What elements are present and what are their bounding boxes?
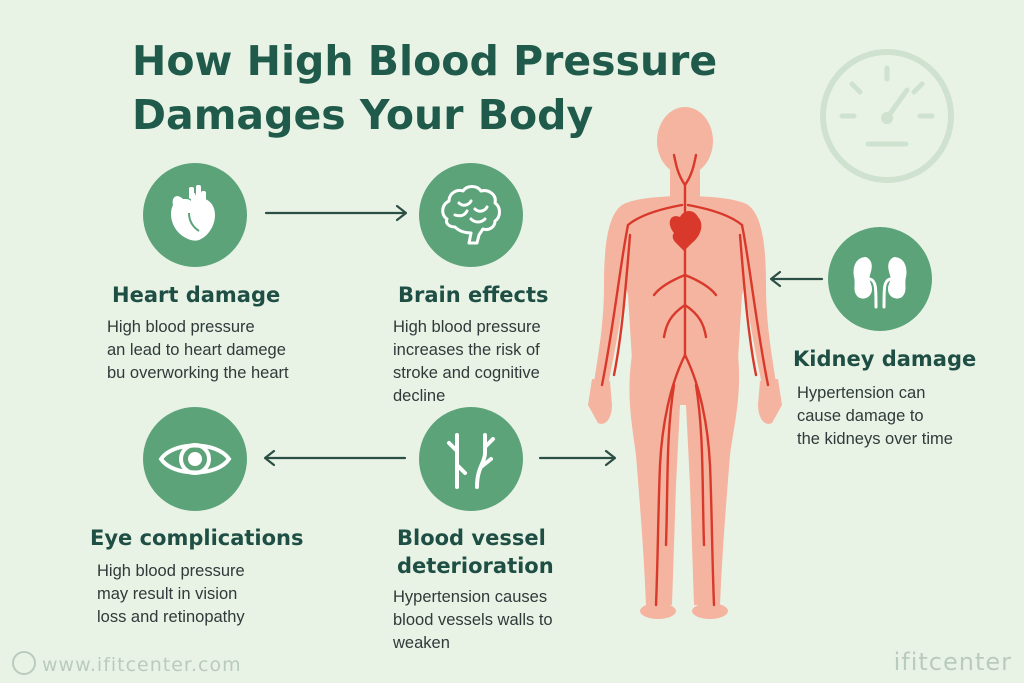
- eye-label: Eye complications: [90, 526, 304, 550]
- eye-circle: [143, 407, 247, 511]
- kidney-desc-line: the kidneys over time: [797, 430, 953, 448]
- brand-logo-icon: [12, 651, 36, 675]
- vessel-desc-line: blood vessels walls to: [393, 611, 553, 629]
- footer-url-text: www.ifitcenter.com: [42, 654, 242, 676]
- eye-desc-line: loss and retinopathy: [97, 608, 245, 626]
- eye-desc-line: High blood pressure: [97, 562, 245, 580]
- blood-vessels: [600, 153, 770, 607]
- brain-desc-line: increases the risk of: [393, 341, 540, 359]
- brain-circle: [419, 163, 523, 267]
- heart-circle: [143, 163, 247, 267]
- eye-desc-line: may result in vision: [97, 585, 238, 603]
- page-title: How High Blood Pressure Damages Your Bod…: [132, 34, 772, 142]
- brain-desc-line: stroke and cognitive: [393, 364, 540, 382]
- kidney-icon: [853, 257, 907, 309]
- vessel-label: Blood vessel deterioration: [397, 524, 554, 580]
- heart-illustration: [669, 211, 702, 251]
- vessel-desc-line: weaken: [393, 634, 450, 652]
- kidney-circle: [828, 227, 932, 331]
- human-body-illustration: [588, 107, 782, 619]
- title-line-2: Damages Your Body: [132, 91, 594, 139]
- eye-icon: [158, 443, 232, 475]
- kidney-desc-line: Hypertension can: [797, 384, 926, 402]
- blood-vessel-icon: [447, 433, 495, 489]
- kidney-desc-line: cause damage to: [797, 407, 924, 425]
- kidney-label: Kidney damage: [793, 347, 977, 371]
- heart-label: Heart damage: [112, 283, 281, 307]
- brain-description: High blood pressure increases the risk o…: [393, 316, 541, 408]
- title-line-1: How High Blood Pressure: [132, 37, 718, 85]
- brain-desc-line: High blood pressure: [393, 318, 541, 336]
- brain-label: Brain effects: [398, 283, 549, 307]
- footer-url: www.ifitcenter.com: [12, 651, 242, 676]
- vessel-label-line: deterioration: [397, 554, 554, 578]
- vessel-circle: [419, 407, 523, 511]
- heart-icon: [171, 185, 215, 241]
- brain-desc-line: decline: [393, 387, 446, 405]
- vessel-description: Hypertension causes blood vessels walls …: [393, 586, 553, 655]
- heart-desc-line: an lead to heart damege: [107, 341, 286, 359]
- heart-description: High blood pressure an lead to heart dam…: [107, 316, 289, 385]
- kidney-description: Hypertension can cause damage to the kid…: [797, 382, 953, 451]
- brain-icon: [441, 185, 501, 245]
- footer-brand: ifitcenter: [893, 648, 1012, 676]
- heart-desc-line: High blood pressure: [107, 318, 255, 336]
- gauge-icon: [820, 49, 954, 183]
- eye-description: High blood pressure may result in vision…: [97, 560, 245, 629]
- vessel-label-line: Blood vessel: [397, 526, 546, 550]
- heart-desc-line: bu overworking the heart: [107, 364, 289, 382]
- vessel-desc-line: Hypertension causes: [393, 588, 548, 606]
